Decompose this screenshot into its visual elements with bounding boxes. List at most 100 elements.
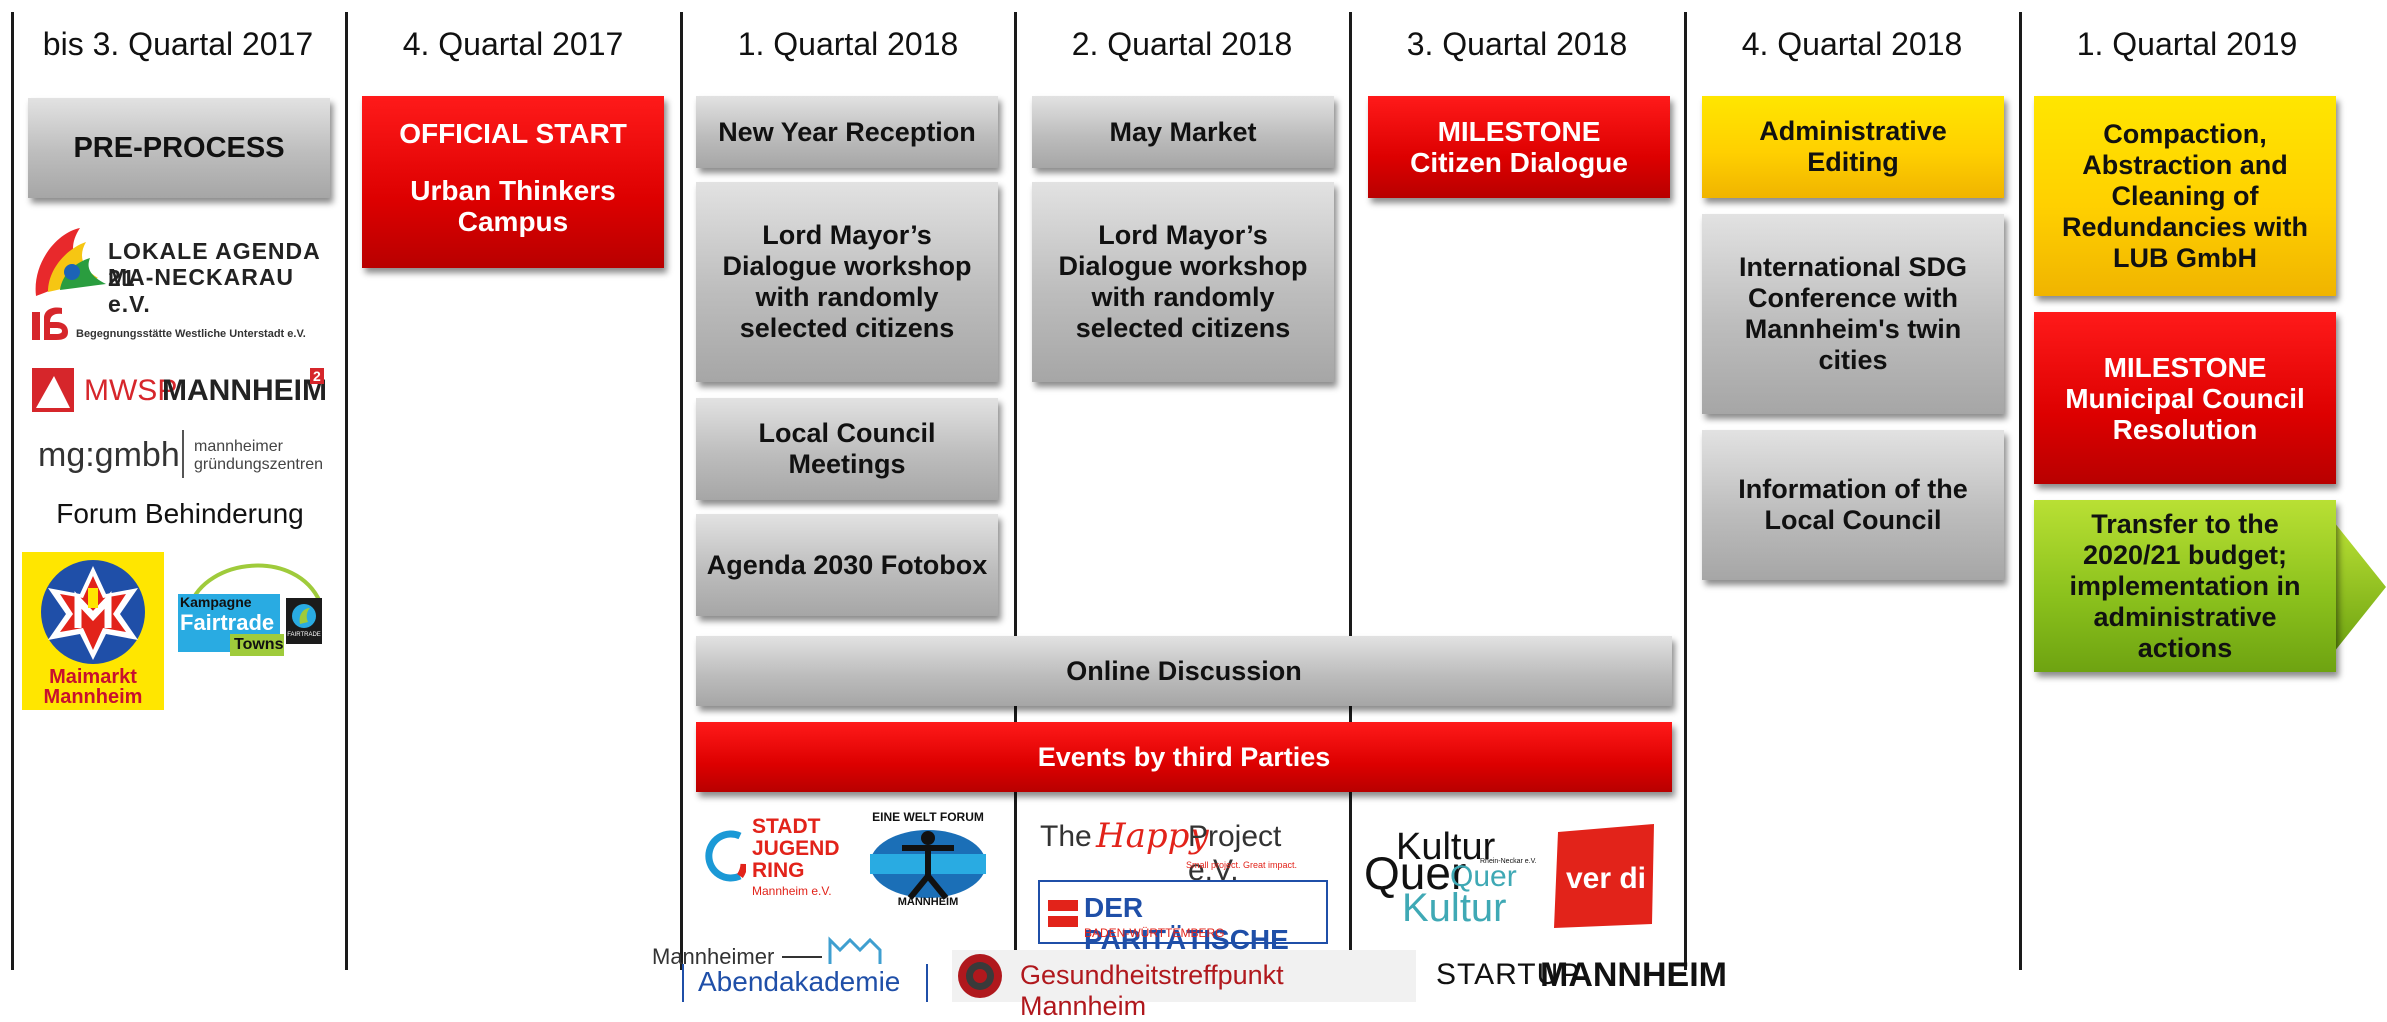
- happy-project-logo: The Happy Project e.V. Small project. Gr…: [1038, 816, 1334, 887]
- happy-word: Happy: [1096, 816, 1209, 856]
- sjr-line2: JUGEND: [752, 837, 840, 860]
- right-arrow-icon: [2334, 522, 2386, 652]
- online-discussion-bar: Online Discussion: [696, 636, 1672, 706]
- begegnung-logo: Begegnungsstätte Westliche Unterstadt e.…: [30, 304, 340, 344]
- gesundheitstreffpunkt-emblem-icon: [958, 954, 1002, 998]
- mwsp-logo: MWSP MANNHEIM 2: [32, 368, 332, 414]
- stadtjugendring-logo: STADT JUGEND RING Mannheim e.V.: [698, 812, 854, 908]
- column-divider: [1684, 12, 1687, 970]
- begegnung-label: Begegnungsstätte Westliche Unterstadt e.…: [76, 328, 306, 340]
- fairtrade-line1: Kampagne: [180, 594, 252, 610]
- fairtrade-towns-logo: Kampagne Fairtrade Towns FAIRTRADE: [176, 548, 326, 658]
- kqk-line1: Kultur: [1396, 826, 1496, 868]
- lord-mayor-workshop-q1-box: Lord Mayor’s Dialogue workshop with rand…: [696, 182, 998, 382]
- maimarkt-line2: Mannheim: [43, 686, 143, 708]
- new-year-reception-label: New Year Reception: [718, 116, 976, 147]
- official-start-line2: Urban Thinkers Campus: [410, 175, 616, 237]
- column-heading: 4. Quartal 2017: [402, 26, 624, 62]
- mwsp-emblem-icon: [32, 368, 74, 412]
- mwsp-prefix: MWSP: [84, 374, 178, 407]
- kqk-small: Rhein-Neckar e.V.: [1480, 858, 1537, 865]
- pre-process-box: PRE-PROCESS: [28, 98, 330, 198]
- events-third-parties-label: Events by third Parties: [1037, 741, 1331, 772]
- gesundheitstreffpunkt-label: Gesundheitstreffpunkt Mannheim: [1020, 960, 1284, 1021]
- milestone-citizen-dialogue-box: MILESTONE Citizen Dialogue: [1368, 96, 1670, 198]
- maimarkt-line1: Maimarkt: [49, 666, 137, 688]
- lokale-agenda-line1: LOKALE AGENDA 21: [108, 238, 320, 291]
- column-divider: [11, 12, 14, 970]
- happy-prefix: The: [1040, 820, 1092, 853]
- agenda-fotobox-box: Agenda 2030 Fotobox: [696, 514, 998, 616]
- abendakademie-emblem-icon: [828, 936, 882, 964]
- milestone-citizen-line2: Citizen Dialogue: [1410, 147, 1628, 178]
- new-year-reception-box: New Year Reception: [696, 96, 998, 168]
- milestone-council-resolution-box: MILESTONE Municipal Council Resolution: [2034, 312, 2336, 484]
- gesundheitstreffpunkt-logo: Gesundheitstreffpunkt Mannheim: [952, 950, 1416, 1021]
- compaction-label: Compaction, Abstraction and Cleaning of …: [2061, 118, 2309, 273]
- paritaetische-label: DER PARITÄTISCHE: [1084, 892, 1289, 955]
- verdi-logo: ver di: [1554, 824, 1658, 928]
- local-council-meetings-box: Local Council Meetings: [696, 398, 998, 500]
- info-local-council-label: Information of the Local Council: [1738, 474, 1968, 535]
- kultur-quer-logo: Kultur Quer Quer Kultur Rhein-Neckar e.V…: [1362, 826, 1552, 930]
- verdi-square-icon: [1554, 824, 1654, 928]
- mg-gmbh-sub1: mannheimer: [194, 438, 283, 455]
- begegnung-emblem-icon: [32, 307, 68, 340]
- abendakademie-logo: Mannheimer Abendakademie: [650, 934, 936, 1002]
- column-heading: 2. Quartal 2018: [1071, 26, 1293, 62]
- mg-gmbh-logo: mg:gmbh mannheimer gründungszentren: [38, 428, 338, 482]
- lokale-agenda-emblem-icon: [35, 228, 106, 296]
- kqk-line4: Kultur: [1402, 886, 1507, 930]
- column-divider: [345, 12, 348, 970]
- forum-behinderung: Forum Behinderung: [56, 498, 304, 529]
- lord-mayor-workshop-q2-box: Lord Mayor’s Dialogue workshop with rand…: [1032, 182, 1334, 382]
- abend-line1: Mannheimer: [652, 944, 775, 969]
- transfer-budget-label: Transfer to the 2020/21 budget; implemen…: [2069, 508, 2301, 663]
- paritaetische-logo: DER PARITÄTISCHE BADEN-WÜRTTEMBERG: [1038, 880, 1328, 955]
- kqk-line3: Quer: [1450, 860, 1517, 893]
- stadtjugendring-emblem-icon: [705, 830, 746, 882]
- paritaetische-emblem-icon: [1048, 900, 1078, 927]
- milestone-council-line1: MILESTONE: [2103, 351, 2267, 383]
- events-third-parties-bar: Events by third Parties: [696, 722, 1672, 792]
- column-divider: [680, 12, 683, 970]
- eine-welt-forum-globe-icon: [870, 830, 986, 900]
- agenda-fotobox-label: Agenda 2030 Fotobox: [706, 549, 988, 580]
- column-heading: 1. Quartal 2018: [737, 26, 959, 62]
- compaction-box: Compaction, Abstraction and Cleaning of …: [2034, 96, 2336, 296]
- column-divider: [1014, 12, 1017, 970]
- local-council-meetings-label: Local Council Meetings: [758, 418, 936, 479]
- verdi-label: ver di: [1565, 862, 1647, 895]
- fairtrade-badge: FAIRTRADE: [287, 632, 321, 638]
- lord-mayor-workshop-q2-label: Lord Mayor’s Dialogue workshop with rand…: [1058, 220, 1308, 343]
- column-divider: [1349, 12, 1352, 970]
- fairtrade-arc-icon: [178, 563, 322, 656]
- pre-process-label: PRE-PROCESS: [73, 131, 285, 164]
- sdg-conference-label: International SDG Conference with Mannhe…: [1738, 252, 1968, 375]
- kqk-line2: Quer: [1364, 847, 1467, 899]
- fairtrade-line3: Towns: [234, 636, 284, 653]
- may-market-box: May Market: [1032, 96, 1334, 168]
- startup-mannheim-logo: STARTUP MANNHEIM: [1436, 954, 1736, 998]
- may-market-label: May Market: [1109, 116, 1257, 147]
- lokale-agenda-logo: LOKALE AGENDA 21 MA-NECKARAU e.V.: [28, 222, 338, 317]
- happy-suffix: Project e.V.: [1188, 820, 1282, 887]
- milestone-council-line2: Municipal Council Resolution: [2065, 382, 2305, 445]
- sjr-line4: Mannheim e.V.: [752, 884, 832, 898]
- official-start-box: OFFICIAL START Urban Thinkers Campus: [362, 96, 664, 268]
- ewf-bottom-label: MANNHEIM: [897, 896, 959, 908]
- happy-tagline: Small project. Great impact.: [1186, 860, 1298, 870]
- column-heading: 4. Quartal 2018: [1741, 26, 1963, 62]
- maimarkt-logo: Maimarkt Mannheim: [22, 552, 164, 710]
- startup-prefix: STARTUP: [1436, 958, 1581, 991]
- fairtrade-line2: Fairtrade: [180, 610, 275, 635]
- lord-mayor-workshop-q1-label: Lord Mayor’s Dialogue workshop with rand…: [722, 220, 972, 343]
- online-discussion-label: Online Discussion: [1066, 655, 1302, 686]
- mwsp-suffix: MANNHEIM: [162, 374, 327, 407]
- transfer-budget-box: Transfer to the 2020/21 budget; implemen…: [2034, 500, 2336, 672]
- mg-gmbh-sub2: gründungszentren: [194, 456, 323, 473]
- ewf-top-label: EINE WELT FORUM: [872, 810, 984, 824]
- mwsp-superscript: 2: [310, 368, 324, 384]
- sjr-line1: STADT: [752, 815, 821, 838]
- lokale-agenda-line2: MA-NECKARAU e.V.: [108, 264, 295, 317]
